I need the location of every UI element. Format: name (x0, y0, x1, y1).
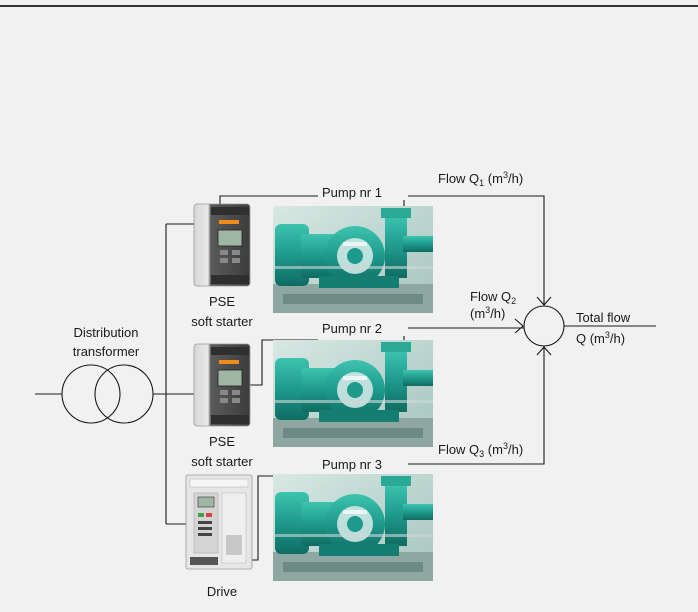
pse-soft-starter-2 (193, 343, 251, 427)
transformer-coil-right (94, 364, 154, 424)
transformer-coil-left (61, 364, 121, 424)
starter-1-label-line1: PSE (209, 294, 235, 309)
total-flow-label: Total flow (576, 310, 631, 325)
pump-2-image (273, 340, 433, 447)
flow-q1-label: Flow Q1 (m3/h) (438, 170, 523, 188)
drive-unit (185, 474, 253, 570)
total-flow-unit: Q (m3/h) (576, 330, 625, 346)
pump-1-image (273, 206, 433, 313)
starter-2-label-line1: PSE (209, 434, 235, 449)
starter-2-label-line2: soft starter (191, 454, 253, 469)
flow-q3-label: Flow Q3 (m3/h) (438, 441, 523, 459)
pump-1-label: Pump nr 1 (322, 185, 382, 200)
pse-soft-starter-1 (193, 203, 251, 287)
drive-label: Drive (207, 584, 237, 599)
flow-q2-unit: (m3/h) (470, 305, 505, 321)
pump-3-image (273, 474, 433, 581)
transformer-label-line2: transformer (73, 344, 140, 359)
pump-2-label: Pump nr 2 (322, 321, 382, 336)
pump-3-label: Pump nr 3 (322, 457, 382, 472)
starter-1-label-line2: soft starter (191, 314, 253, 329)
flow-q2-label: Flow Q2 (470, 289, 516, 306)
transformer-label-line1: Distribution (73, 325, 138, 340)
flow-junction (523, 305, 565, 347)
